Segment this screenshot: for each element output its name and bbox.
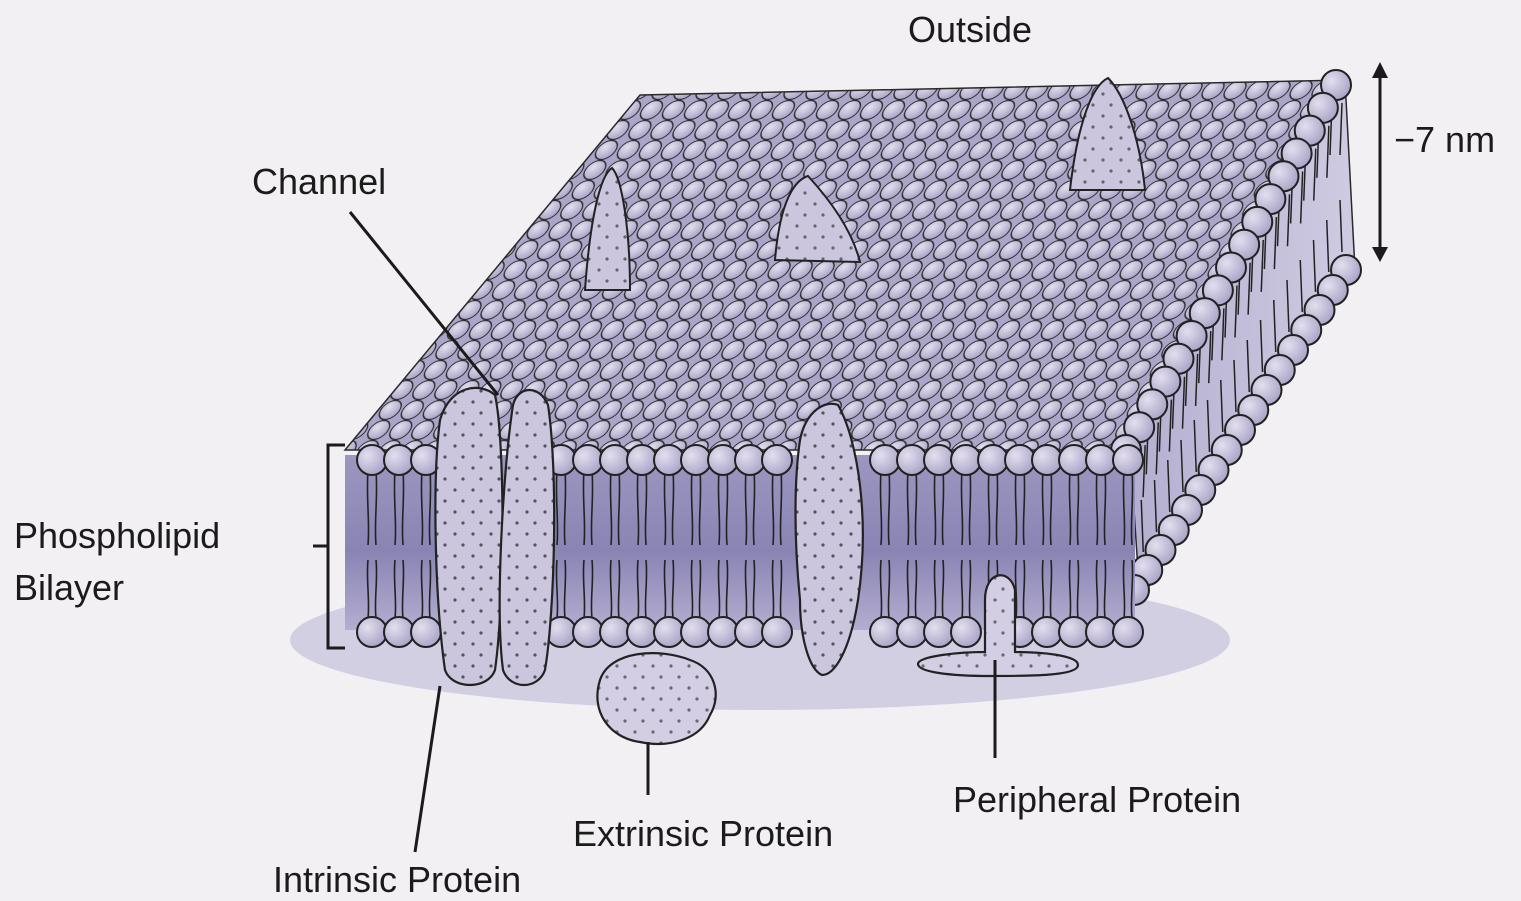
label-bilayer-line1: Phospholipid — [14, 514, 220, 557]
label-extrinsic-protein: Extrinsic Protein — [573, 812, 833, 855]
extrinsic-protein — [597, 653, 715, 744]
label-channel: Channel — [252, 160, 386, 203]
label-peripheral-protein: Peripheral Protein — [953, 778, 1241, 821]
intrinsic-protein — [435, 388, 554, 685]
thickness-arrow — [1372, 62, 1388, 262]
label-bilayer-line2: Bilayer — [14, 566, 124, 609]
label-intrinsic-protein: Intrinsic Protein — [273, 858, 521, 901]
intrinsic-leader-line — [415, 686, 440, 852]
label-thickness: −7 nm — [1394, 118, 1495, 161]
label-outside: Outside — [908, 8, 1032, 51]
